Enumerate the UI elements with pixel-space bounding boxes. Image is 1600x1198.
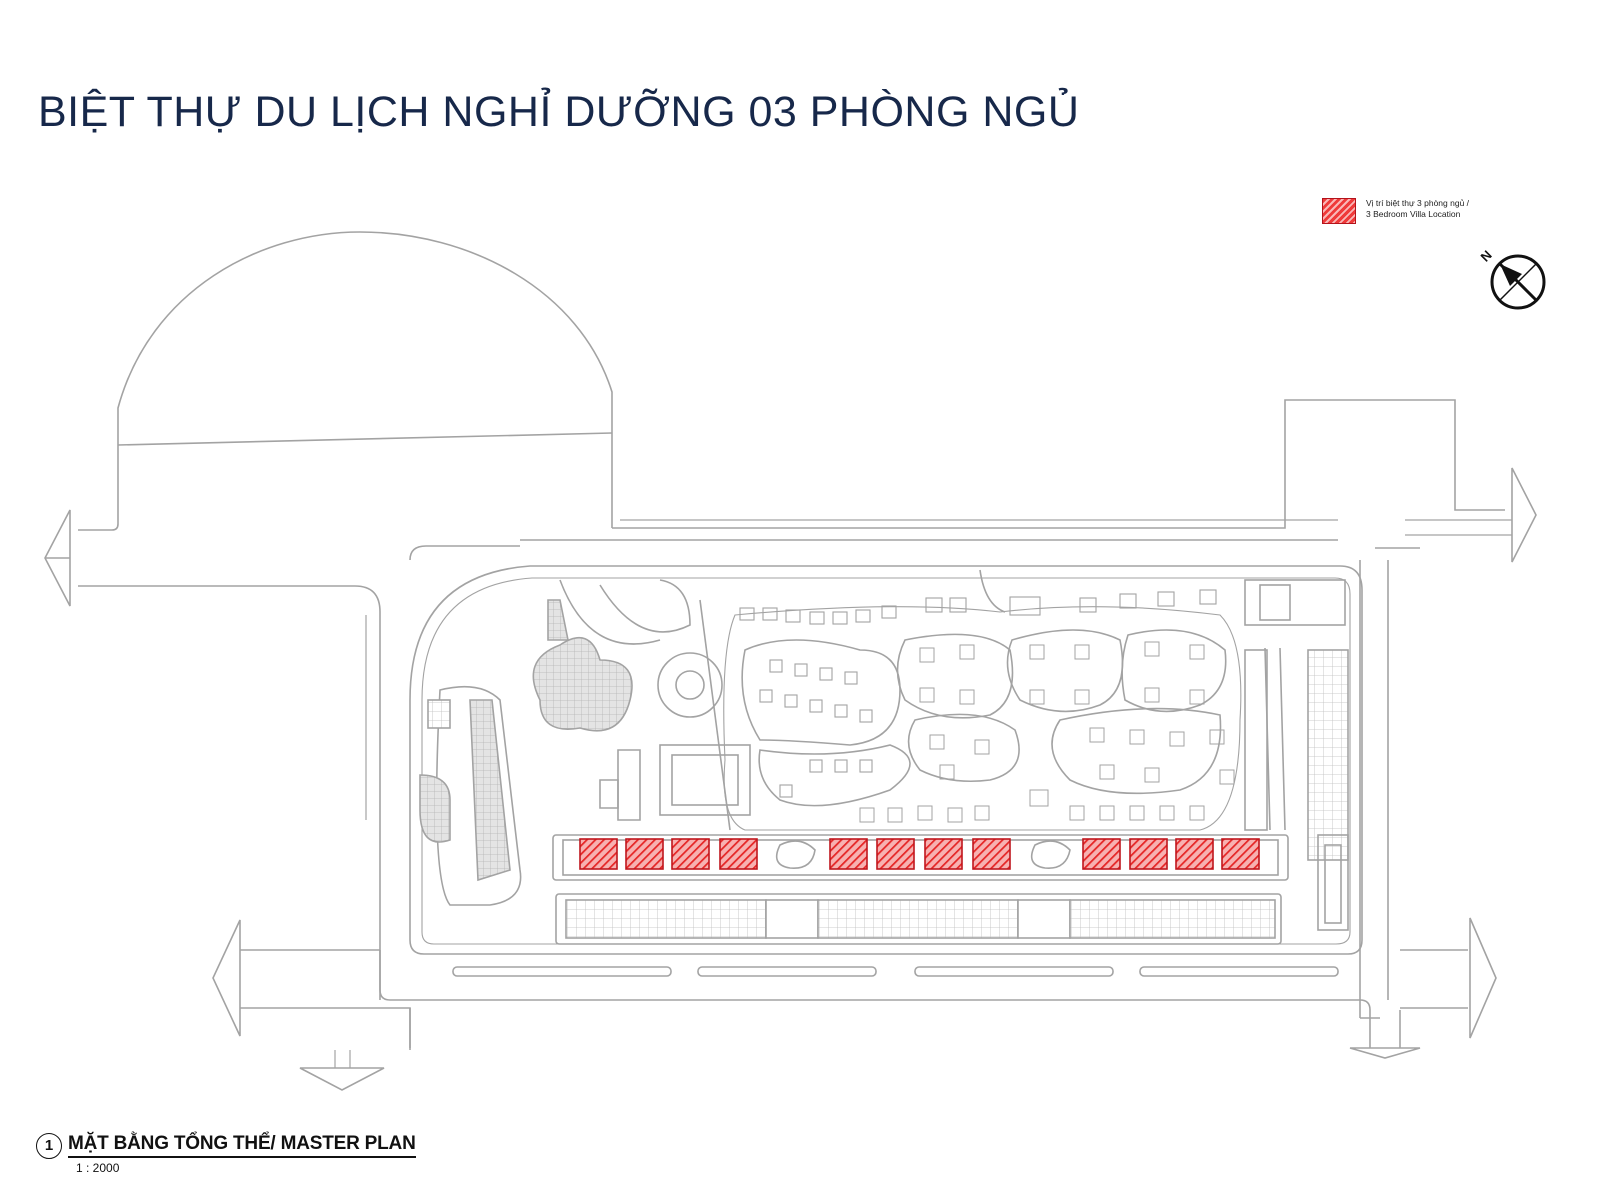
villa-highlight <box>924 838 963 870</box>
villa-highlight <box>829 838 868 870</box>
villa-highlights <box>579 838 1260 870</box>
arrow-east-icon <box>1511 467 1537 563</box>
dome-outline <box>117 231 613 528</box>
arrow-south-icon <box>299 1067 385 1091</box>
lower-block-left <box>565 899 767 939</box>
page-title: BIỆT THỰ DU LỊCH NGHỈ DƯỠNG 03 PHÒNG NGỦ <box>38 88 1080 136</box>
drawing-title: MẶT BẰNG TỔNG THỂ/ MASTER PLAN <box>68 1133 416 1158</box>
legend-line-1: Vị trí biệt thự 3 phòng ngủ / <box>1366 198 1470 208</box>
villa-highlight <box>1129 838 1168 870</box>
villa-highlight <box>625 838 664 870</box>
villa-highlight <box>1082 838 1121 870</box>
villa-highlight <box>1221 838 1260 870</box>
upper-road-edge <box>78 445 119 531</box>
arrow-east-lower-icon <box>1469 917 1497 1039</box>
legend-swatch <box>1322 198 1356 224</box>
arrow-west-lower-icon <box>212 919 241 1037</box>
legend-label: Vị trí biệt thự 3 phòng ngủ / 3 Bedroom … <box>1366 198 1469 220</box>
site-boundary <box>409 565 1363 955</box>
villa-highlight <box>579 838 618 870</box>
legend-line-2: 3 Bedroom Villa Location <box>1366 209 1461 219</box>
drawing-scale: 1 : 2000 <box>76 1161 120 1175</box>
north-arrow-icon: N <box>1478 247 1546 310</box>
villa-highlight <box>1175 838 1214 870</box>
villa-highlight <box>719 838 758 870</box>
parking-block <box>1307 649 1349 861</box>
villa-highlight <box>876 838 915 870</box>
north-label: N <box>1478 247 1495 264</box>
drawing-number: 1 <box>36 1133 62 1159</box>
pool-area <box>532 636 633 732</box>
arrow-south-right-icon <box>1349 1047 1421 1059</box>
villa-highlight <box>972 838 1011 870</box>
clubhouse <box>659 744 751 816</box>
legend: Vị trí biệt thự 3 phòng ngủ / 3 Bedroom … <box>1322 198 1469 224</box>
villa-highlight <box>671 838 710 870</box>
